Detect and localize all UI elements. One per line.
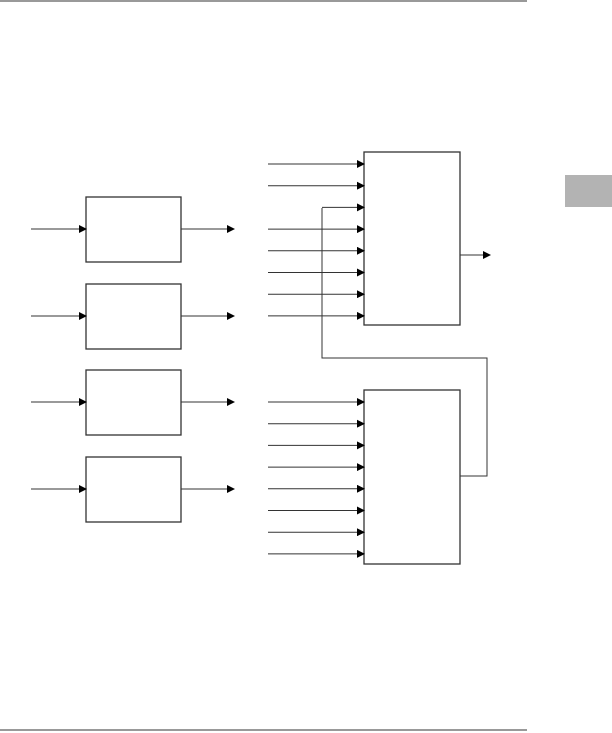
- process-block: [85, 456, 182, 523]
- lower-combiner-block: [363, 389, 461, 565]
- feedback-connection-line: [321, 208, 488, 477]
- process-block: [85, 369, 182, 436]
- process-block: [85, 283, 182, 350]
- upper-combiner-block: [363, 151, 461, 326]
- side-tab-marker: [565, 175, 612, 207]
- process-block: [85, 196, 182, 263]
